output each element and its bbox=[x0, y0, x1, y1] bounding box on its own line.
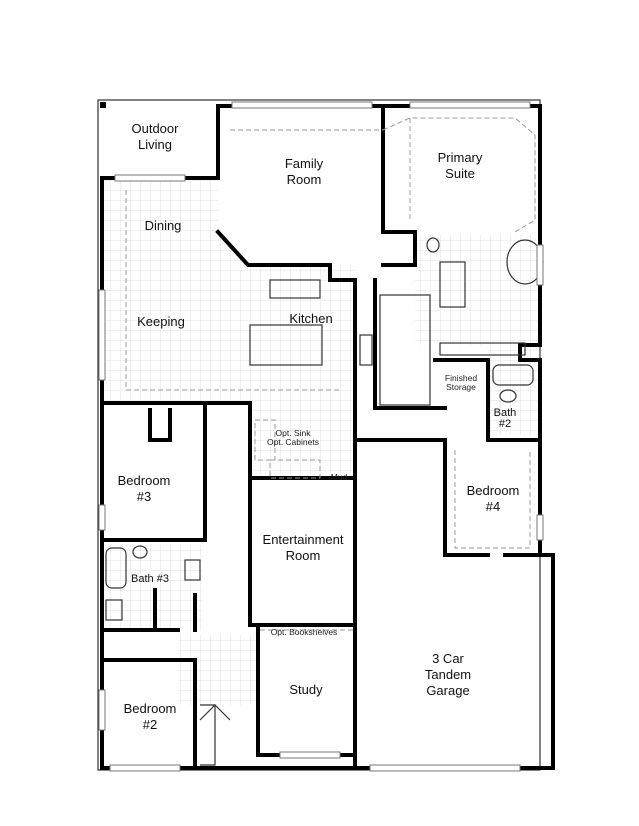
label-bedroom-2: Bedroom#2 bbox=[124, 701, 177, 732]
label-keeping: Keeping bbox=[137, 314, 185, 329]
label-study: Study bbox=[289, 682, 323, 697]
label-bedroom-3: Bedroom#3 bbox=[118, 473, 171, 504]
label-bedroom-4: Bedroom#4 bbox=[467, 483, 520, 514]
windows bbox=[98, 101, 544, 772]
label-mud: Mud bbox=[331, 472, 348, 482]
label-bath-2: Bath#2 bbox=[494, 407, 517, 430]
label-opt-bookshelves: Opt. Bookshelves bbox=[271, 627, 338, 637]
fixtures bbox=[105, 237, 544, 621]
dashed-lines bbox=[125, 117, 536, 631]
label-kitchen: Kitchen bbox=[289, 311, 332, 326]
label-dining: Dining bbox=[145, 218, 182, 233]
label-bath-3: Bath #3 bbox=[131, 573, 169, 585]
